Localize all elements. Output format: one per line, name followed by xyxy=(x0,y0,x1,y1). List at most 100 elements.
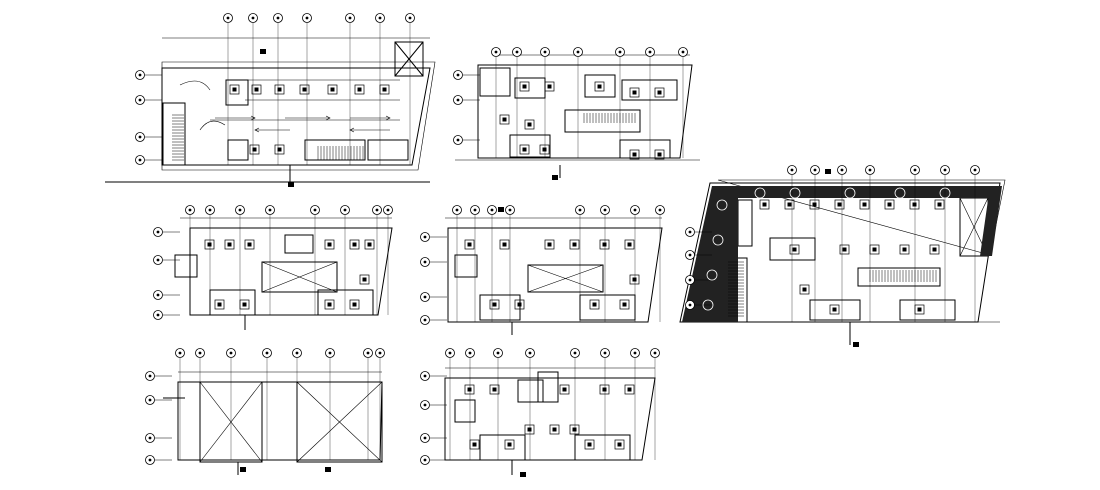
grid-bubble-dot xyxy=(688,253,692,257)
furniture-block xyxy=(584,439,595,450)
grid-bubble-dot xyxy=(473,208,477,212)
grid-bubble-dot xyxy=(198,351,202,355)
furniture-fill xyxy=(542,147,547,152)
furniture-block xyxy=(251,84,262,95)
section-marker xyxy=(825,169,831,174)
grid-bubble-dot xyxy=(423,318,427,322)
furniture-block xyxy=(489,299,500,310)
furniture-fill xyxy=(617,442,622,447)
furniture-fill xyxy=(502,242,507,247)
furniture-fill xyxy=(802,287,807,292)
furniture-block xyxy=(589,299,600,310)
grid-bubble-dot xyxy=(138,98,142,102)
grid-bubble-dot xyxy=(840,168,844,172)
plan-upper-floor xyxy=(444,367,656,475)
grid-bubble-dot xyxy=(456,138,460,142)
furniture-block xyxy=(244,239,255,250)
furniture-block xyxy=(624,384,635,395)
flow-arrow-head xyxy=(385,115,391,121)
furniture-fill xyxy=(232,87,237,92)
grid-bubble-dot xyxy=(276,16,280,20)
furniture-fill xyxy=(602,387,607,392)
furniture-fill xyxy=(572,427,577,432)
grid-bubble-dot xyxy=(229,351,233,355)
furniture-fill xyxy=(562,387,567,392)
section-marker xyxy=(288,182,294,187)
grid-bubble-dot xyxy=(790,168,794,172)
furniture-fill xyxy=(587,442,592,447)
furniture-block xyxy=(784,199,795,210)
furniture-fill xyxy=(492,387,497,392)
grid-bubble-dot xyxy=(348,16,352,20)
furniture-fill xyxy=(862,202,867,207)
furniture-fill xyxy=(872,247,877,252)
furniture-fill xyxy=(832,307,837,312)
furniture-fill xyxy=(252,147,257,152)
furniture-block xyxy=(899,244,910,255)
planter xyxy=(716,199,728,211)
furniture-fill xyxy=(330,87,335,92)
furniture-fill xyxy=(602,242,607,247)
grid-bubble-dot xyxy=(543,50,547,54)
grid-bubble-dot xyxy=(688,303,692,307)
furniture-fill xyxy=(572,242,577,247)
grid-bubble-dot xyxy=(943,168,947,172)
furniture-fill xyxy=(352,302,357,307)
planter xyxy=(712,234,724,246)
grid-bubble-dot xyxy=(305,16,309,20)
furniture-block xyxy=(519,144,530,155)
furniture-block xyxy=(274,84,285,95)
section-marker xyxy=(240,467,246,472)
flow-arrow-head xyxy=(349,127,355,133)
furniture-block xyxy=(324,299,335,310)
furniture-block xyxy=(569,239,580,250)
grid-bubble-dot xyxy=(633,208,637,212)
grid-bubble-dot xyxy=(238,208,242,212)
furniture-fill xyxy=(622,302,627,307)
furniture-block xyxy=(469,439,480,450)
furniture-fill xyxy=(302,87,307,92)
grid-bubble-dot xyxy=(138,135,142,139)
furniture-fill xyxy=(517,302,522,307)
furniture-fill xyxy=(277,147,282,152)
grid-bubble-dot xyxy=(423,458,427,462)
furniture-block xyxy=(549,424,560,435)
furniture-fill xyxy=(912,202,917,207)
furniture-block xyxy=(629,87,640,98)
grid-bubble-dot xyxy=(251,16,255,20)
grid-bubble-dot xyxy=(156,230,160,234)
section-marker xyxy=(853,342,859,347)
flow-arrow-head xyxy=(254,127,260,133)
furniture-fill xyxy=(327,302,332,307)
grid-bubble-dot xyxy=(313,208,317,212)
grid-bubble-dot xyxy=(423,235,427,239)
furniture-block xyxy=(359,274,370,285)
furniture-block xyxy=(834,199,845,210)
furniture-block xyxy=(884,199,895,210)
furniture-block xyxy=(379,84,390,95)
furniture-fill xyxy=(592,302,597,307)
furniture-fill xyxy=(492,302,497,307)
grid-bubble-dot xyxy=(688,278,692,282)
furniture-block xyxy=(524,424,535,435)
furniture-fill xyxy=(327,242,332,247)
furniture-block xyxy=(654,87,665,98)
grid-bubble-dot xyxy=(490,208,494,212)
grid-bubble-dot xyxy=(681,50,685,54)
furniture-fill xyxy=(247,242,252,247)
furniture-fill xyxy=(597,84,602,89)
furniture-block xyxy=(364,239,375,250)
furniture-block xyxy=(934,199,945,210)
furniture-block xyxy=(349,239,360,250)
grid-bubble-dot xyxy=(423,403,427,407)
furniture-block xyxy=(789,244,800,255)
flow-arrow-head xyxy=(250,115,256,121)
furniture-fill xyxy=(917,307,922,312)
grid-bubble-dot xyxy=(603,351,607,355)
furniture-fill xyxy=(227,242,232,247)
plan-first-floor xyxy=(174,217,393,330)
furniture-fill xyxy=(352,242,357,247)
grid-bubble-dot xyxy=(375,208,379,212)
furniture-block xyxy=(324,239,335,250)
furniture-block xyxy=(614,439,625,450)
